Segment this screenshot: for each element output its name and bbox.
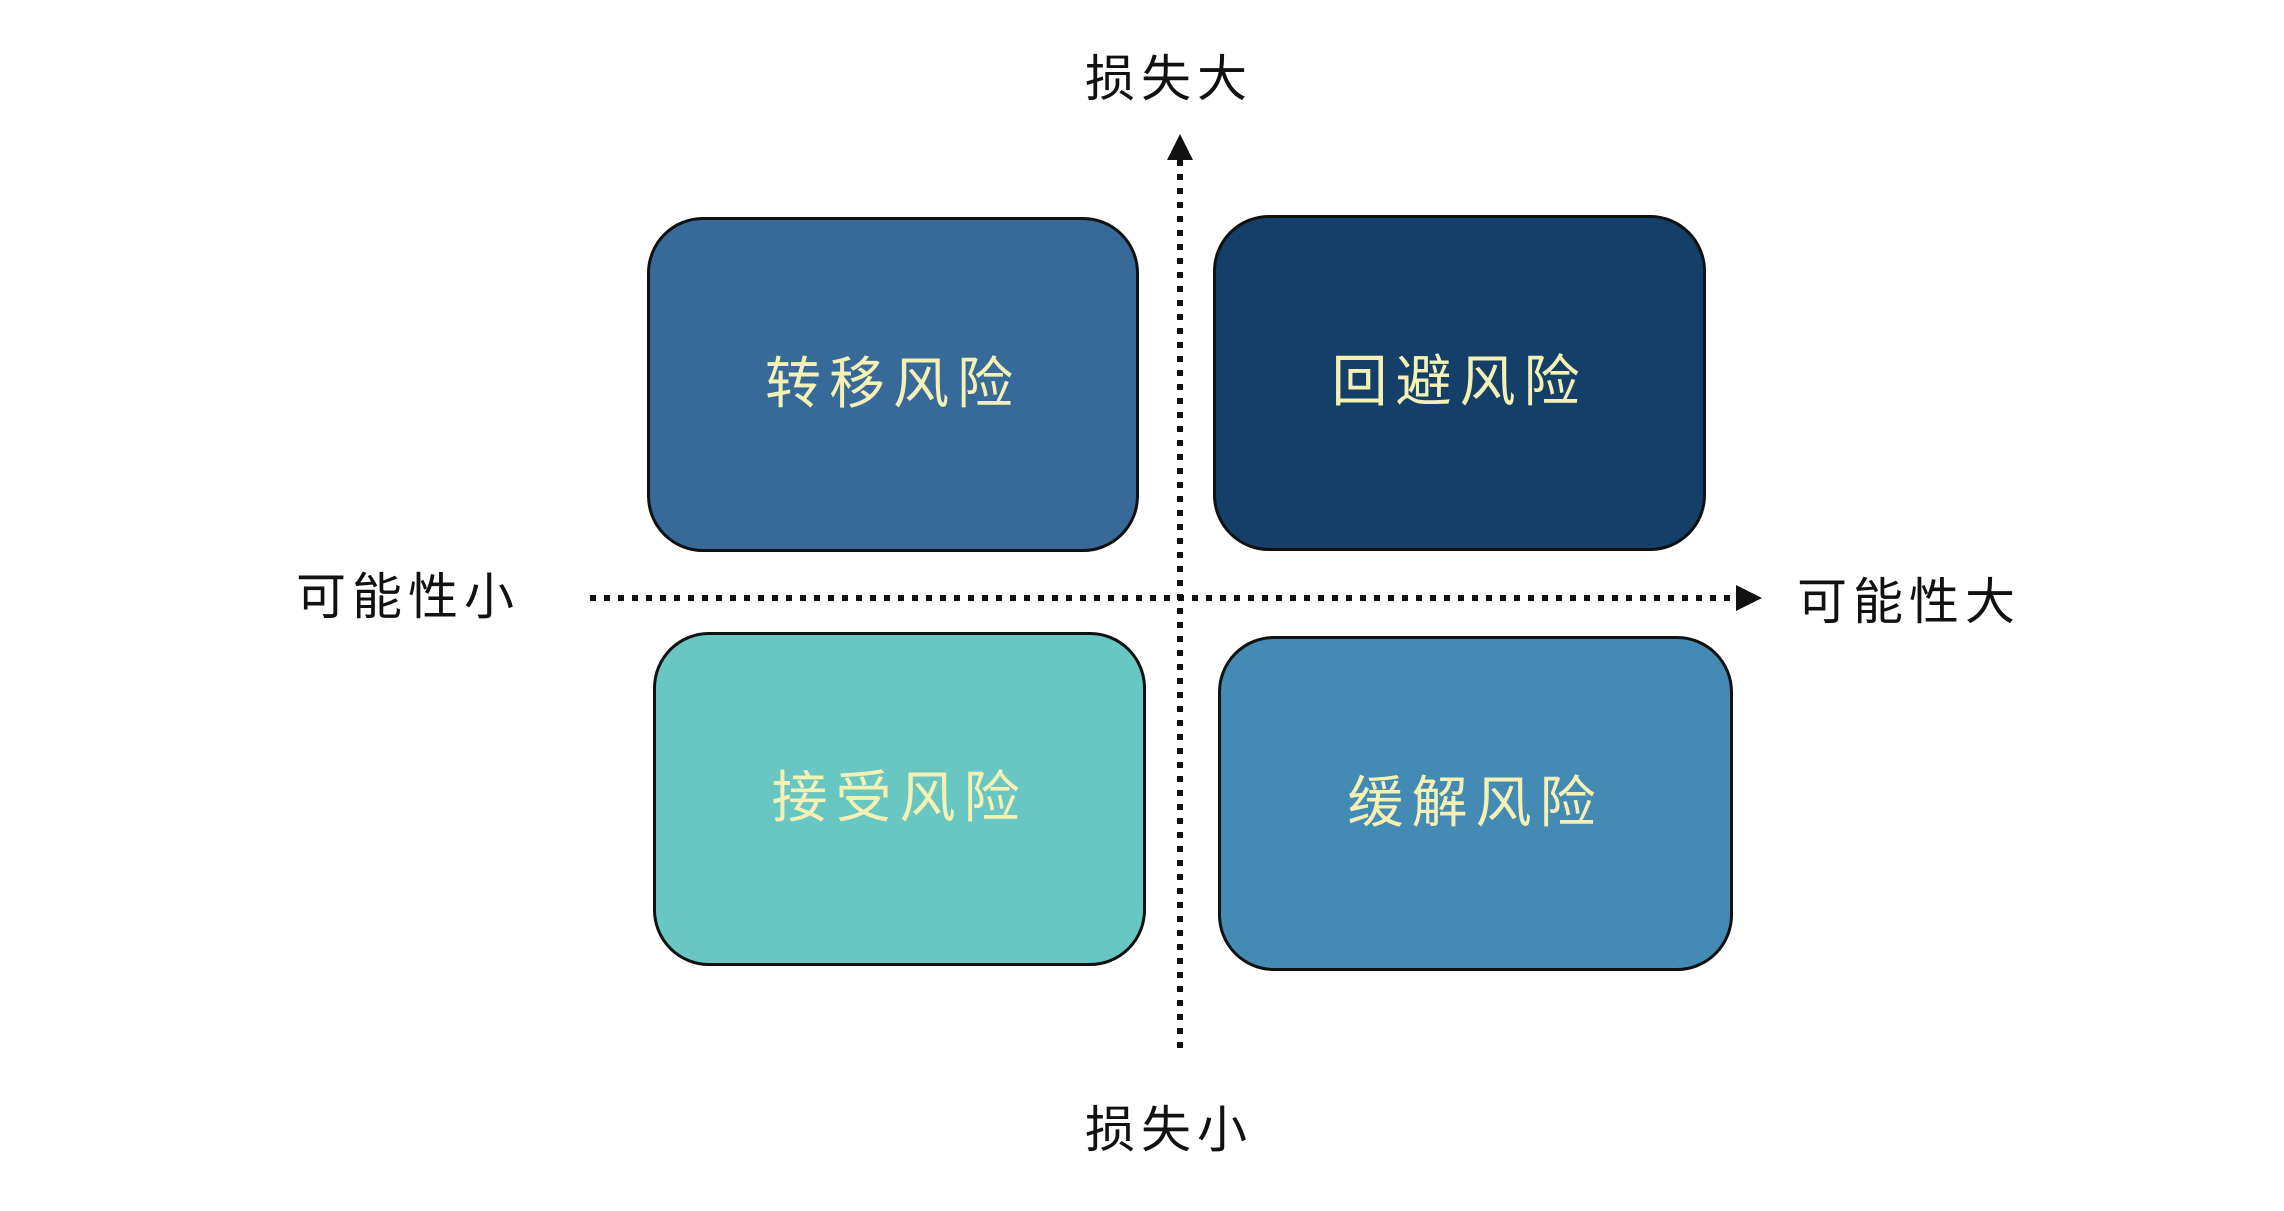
quadrant-label: 接受风险 [771, 766, 1028, 831]
quadrant-label: 缓解风险 [1347, 770, 1604, 836]
axis-label-loss-high: 损失大 [1085, 50, 1253, 108]
quadrant-avoid-risk: 回避风险 [1213, 215, 1706, 551]
quadrant-label: 回避风险 [1331, 350, 1588, 415]
quadrant-accept-risk: 接受风险 [653, 632, 1146, 966]
horizontal-axis-arrowhead [1736, 585, 1762, 611]
axis-label-probability-low: 可能性小 [296, 568, 520, 626]
vertical-axis-arrowhead [1167, 134, 1193, 160]
quadrant-transfer-risk: 转移风险 [647, 217, 1139, 552]
quadrant-mitigate-risk: 缓解风险 [1218, 636, 1733, 971]
axis-label-loss-low: 损失小 [1085, 1101, 1253, 1159]
quadrant-label: 转移风险 [765, 351, 1021, 417]
axis-label-probability-high: 可能性大 [1797, 573, 2021, 631]
